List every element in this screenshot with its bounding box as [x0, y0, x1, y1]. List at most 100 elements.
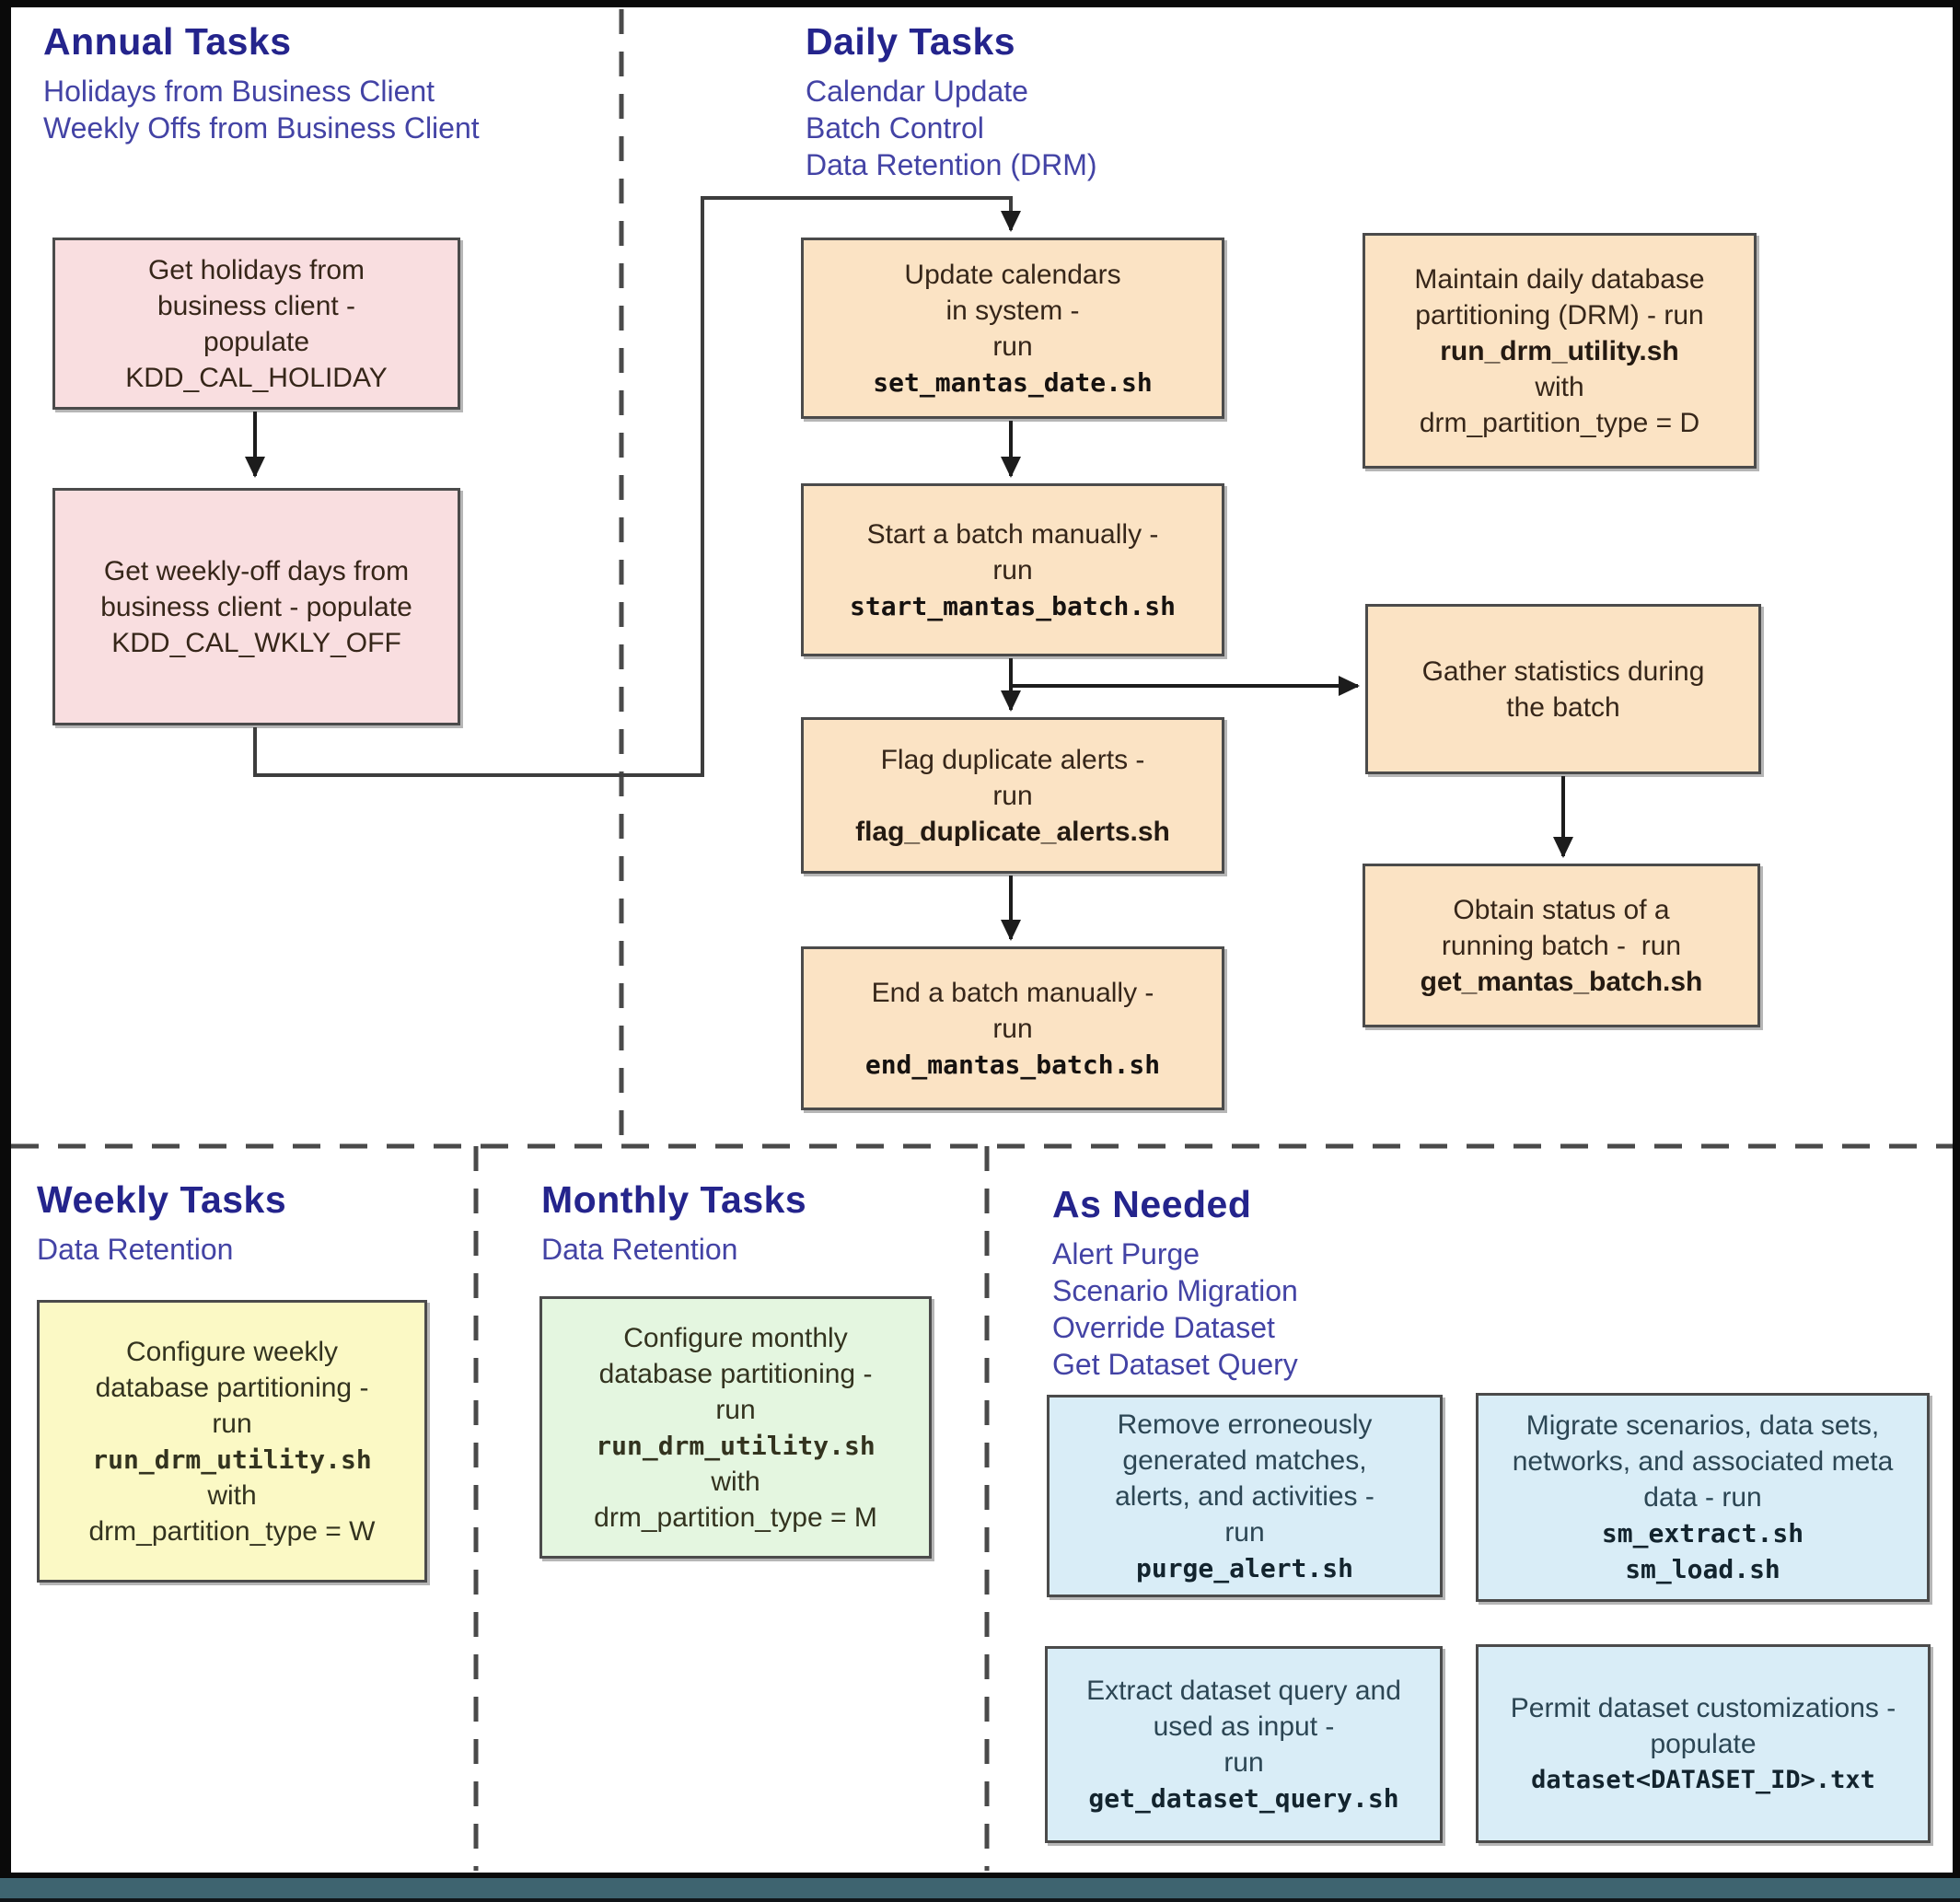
task-text-line: running batch - run: [1441, 930, 1682, 961]
task-text-line: the batch: [1506, 691, 1620, 723]
frame-bottom-line: [0, 1873, 1960, 1878]
task-text-line: partitioning (DRM) - run: [1415, 299, 1704, 331]
task-text-line: business client - populate: [100, 591, 412, 622]
section-monthly-tasks: Monthly Tasks Data Retention: [541, 1178, 806, 1268]
section-weekly-tasks: Weekly Tasks Data Retention: [37, 1178, 286, 1268]
task-text-line: Migrate scenarios, data sets,: [1525, 1410, 1880, 1441]
task-box-purge-alerts: Remove erroneously generated matches, al…: [1047, 1395, 1443, 1597]
task-script-name: set_mantas_date.sh: [873, 366, 1153, 398]
section-title: Monthly Tasks: [541, 1178, 807, 1221]
frame-left-border: [0, 0, 11, 1902]
section-title: Daily Tasks: [806, 20, 1016, 63]
task-box-gather-statistics: Gather statistics during the batch: [1365, 604, 1761, 774]
task-text-line: alerts, and activities -: [1115, 1480, 1374, 1512]
frame-right-border: [1953, 0, 1960, 1902]
task-text-line: Flag duplicate alerts -: [880, 744, 1145, 775]
task-script-name: run_drm_utility.sh: [596, 1430, 876, 1461]
task-script-name: flag_duplicate_alerts.sh: [855, 816, 1170, 847]
section-daily-tasks: Daily Tasks Calendar Update Batch Contro…: [806, 20, 1097, 183]
task-box-configure-monthly-partitioning: Configure monthly database partitioning …: [539, 1296, 932, 1559]
task-text-line: run: [992, 780, 1033, 811]
task-text-line: Get weekly-off days from: [103, 555, 410, 586]
task-text-line: data - run: [1643, 1482, 1762, 1513]
section-title: As Needed: [1052, 1183, 1252, 1225]
task-text-line: Gather statistics during: [1421, 655, 1705, 687]
task-script-name: run_drm_utility.sh: [92, 1444, 372, 1475]
task-text-line: KDD_CAL_WKLY_OFF: [111, 627, 401, 658]
task-text-line: run: [1224, 1747, 1264, 1778]
task-text-line: drm_partition_type = D: [1419, 407, 1700, 438]
task-text-line: with: [207, 1479, 257, 1511]
task-text-line: generated matches,: [1122, 1444, 1367, 1476]
task-text-line: Maintain daily database: [1414, 263, 1705, 295]
task-text-line: populate: [1650, 1728, 1757, 1759]
task-text-line: run: [715, 1394, 756, 1425]
task-text-line: in system -: [945, 295, 1080, 326]
task-script-name: sm_extract.sh: [1601, 1518, 1804, 1548]
task-text-line: populate: [203, 326, 310, 357]
task-box-flag-duplicate-alerts: Flag duplicate alerts - run flag_duplica…: [801, 717, 1224, 874]
task-box-get-weekly-off: Get weekly-off days from business client…: [52, 488, 460, 725]
task-box-permit-dataset-customizations: Permit dataset customizations - populate…: [1476, 1644, 1931, 1843]
section-annual-tasks: Annual Tasks Holidays from Business Clie…: [43, 20, 480, 146]
task-text-line: drm_partition_type = M: [594, 1502, 877, 1533]
task-box-get-holidays: Get holidays from business client - popu…: [52, 238, 460, 410]
frame-top-border: [0, 0, 1960, 7]
task-text-line: Start a batch manually -: [866, 518, 1159, 550]
task-text-line: networks, and associated meta: [1512, 1446, 1894, 1477]
task-text-line: Get holidays from: [147, 254, 365, 285]
task-script-name: get_mantas_batch.sh: [1420, 966, 1703, 997]
task-text-line: business client -: [157, 290, 356, 321]
task-script-name: get_dataset_query.sh: [1088, 1783, 1399, 1814]
task-text-line: KDD_CAL_HOLIDAY: [125, 362, 388, 393]
task-text-line: with: [711, 1466, 760, 1497]
task-text-line: run: [992, 331, 1033, 362]
task-text-line: Obtain status of a: [1453, 894, 1670, 925]
task-text-line: Remove erroneously: [1117, 1409, 1373, 1440]
section-subtitle: Calendar Update: [806, 75, 1028, 108]
task-text-line: End a batch manually -: [871, 977, 1154, 1008]
section-subtitle: Scenario Migration: [1052, 1274, 1298, 1307]
section-title: Weekly Tasks: [37, 1178, 287, 1221]
task-box-configure-weekly-partitioning: Configure weekly database partitioning -…: [37, 1300, 427, 1583]
section-subtitle: Holidays from Business Client: [43, 75, 435, 108]
task-box-migrate-scenarios: Migrate scenarios, data sets, networks, …: [1476, 1393, 1930, 1602]
task-text-line: Permit dataset customizations -: [1510, 1692, 1896, 1723]
task-box-obtain-batch-status: Obtain status of a running batch - run g…: [1363, 864, 1760, 1027]
task-text-line: run: [1224, 1516, 1265, 1548]
section-as-needed: As Needed Alert Purge Scenario Migration…: [1052, 1183, 1298, 1383]
task-text-line: database partitioning -: [598, 1358, 873, 1389]
frame-bottom-edge: [0, 1898, 1960, 1902]
section-subtitle: Data Retention: [37, 1233, 234, 1266]
task-text-line: run: [212, 1408, 252, 1439]
section-subtitle: Batch Control: [806, 111, 984, 145]
task-text-line: Update calendars: [904, 259, 1121, 290]
task-text-line: Configure weekly: [125, 1336, 339, 1367]
section-title: Annual Tasks: [43, 20, 292, 63]
section-subtitle: Override Dataset: [1052, 1311, 1275, 1344]
task-box-end-batch: End a batch manually - run end_mantas_ba…: [801, 946, 1224, 1110]
task-text-line: run: [992, 554, 1033, 586]
section-subtitle: Alert Purge: [1052, 1237, 1200, 1270]
task-script-name: dataset<DATASET_ID>.txt: [1531, 1765, 1875, 1794]
task-text-line: Extract dataset query and: [1086, 1676, 1401, 1706]
section-subtitle: Get Dataset Query: [1052, 1348, 1298, 1381]
task-box-extract-dataset-query: Extract dataset query and used as input …: [1045, 1646, 1443, 1843]
task-script-name: sm_load.sh: [1625, 1554, 1780, 1584]
section-subtitle: Weekly Offs from Business Client: [43, 111, 480, 145]
task-text-line: database partitioning -: [95, 1372, 369, 1403]
section-subtitle: Data Retention: [541, 1233, 738, 1266]
task-script-name: purge_alert.sh: [1135, 1552, 1353, 1583]
task-script-name: start_mantas_batch.sh: [849, 590, 1176, 621]
task-text-line: run: [992, 1013, 1033, 1044]
task-text-line: drm_partition_type = W: [88, 1515, 376, 1547]
task-text-line: Configure monthly: [623, 1322, 848, 1353]
section-subtitle: Data Retention (DRM): [806, 148, 1097, 181]
task-script-name: run_drm_utility.sh: [1440, 335, 1679, 366]
task-text-line: with: [1535, 371, 1584, 402]
task-script-name: end_mantas_batch.sh: [864, 1049, 1161, 1080]
frame-bottom-teal-bar: [0, 1878, 1960, 1898]
task-text-line: used as input -: [1153, 1711, 1335, 1742]
task-box-maintain-daily-partitioning: Maintain daily database partitioning (DR…: [1363, 233, 1757, 469]
